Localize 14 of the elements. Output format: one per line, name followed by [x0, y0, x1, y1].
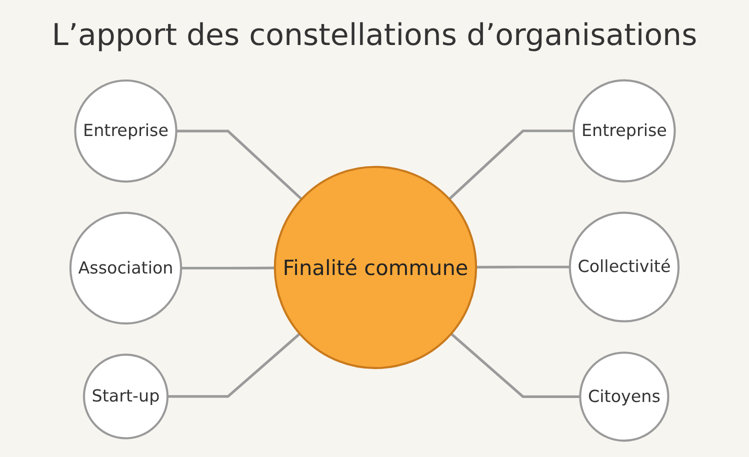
- connector: [476, 266, 570, 268]
- connector: [448, 130, 574, 200]
- connector: [168, 332, 301, 398]
- node-circle: Entreprise: [572, 79, 676, 182]
- node-circle: Citoyens: [579, 352, 670, 442]
- node-circle: Entreprise: [74, 79, 178, 183]
- connector: [176, 130, 302, 200]
- node-circle: Start-up: [82, 354, 169, 440]
- connector: [450, 332, 580, 398]
- node-circle: Association: [69, 212, 182, 324]
- node-circle: Finalité commune: [274, 166, 478, 370]
- node-circle: Collectivité: [568, 212, 680, 322]
- connector: [181, 266, 275, 270]
- diagram-title: L’apport des constellations d’organisations: [50, 18, 698, 53]
